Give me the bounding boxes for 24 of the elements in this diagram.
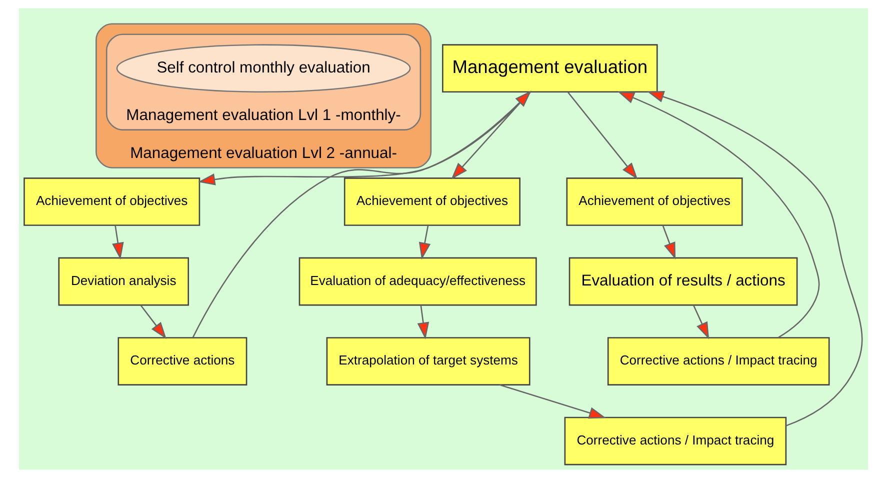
arrow: [567, 92, 638, 180]
arrow: [616, 91, 820, 338]
node-box: Management evaluation: [442, 44, 658, 93]
node-box: Achievement of objectives: [566, 178, 742, 226]
node-ellipse: Self control monthly evaluation: [116, 44, 410, 93]
arrow: [646, 90, 862, 426]
arrow: [112, 225, 124, 260]
node-box: Corrective actions / Impact tracing: [606, 337, 830, 386]
arrow: [192, 90, 531, 338]
arrow: [662, 225, 676, 260]
arrow: [499, 384, 606, 419]
node-box: Evaluation of results / actions: [568, 257, 798, 306]
node-box: Extrapolation of target systems: [326, 337, 530, 386]
arrow: [198, 92, 531, 186]
arrow: [140, 304, 166, 339]
arrow: [418, 225, 430, 260]
arrow: [692, 304, 709, 340]
node-box: Corrective actions / Impact tracing: [564, 416, 786, 466]
node-box: Achievement of objectives: [343, 178, 520, 226]
node-box: Achievement of objectives: [23, 178, 200, 226]
node-box: Evaluation of adequacy/effectiveness: [298, 257, 536, 306]
node-box: Deviation analysis: [58, 257, 188, 306]
arrow: [416, 305, 429, 340]
node-box: Corrective actions: [117, 337, 247, 386]
